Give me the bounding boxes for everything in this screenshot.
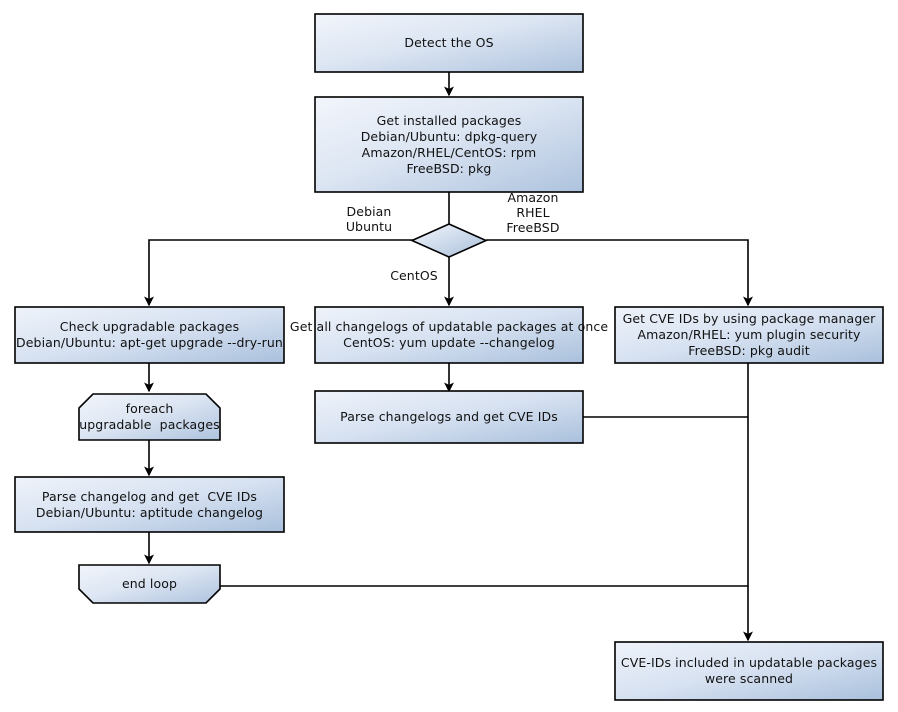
node-parse-changelogs-get-cve-ids[interactable] <box>314 390 584 444</box>
node-get-all-changelogs[interactable] <box>314 306 584 364</box>
edge-decision-to-check-upgradable <box>144 239 413 307</box>
node-os-decision[interactable] <box>410 223 488 258</box>
node-end-loop[interactable] <box>78 564 221 604</box>
node-get-installed-packages[interactable] <box>314 96 584 193</box>
edge-decision-to-package-manager <box>486 239 753 307</box>
node-get-cve-ids-package-manager[interactable] <box>614 306 884 364</box>
connector-group <box>144 72 753 642</box>
node-parse-changelog-get-cve-ids[interactable] <box>14 476 285 533</box>
node-check-upgradable-packages[interactable] <box>14 306 285 364</box>
node-cve-ids-scanned[interactable] <box>614 641 884 701</box>
edge-label-debian-ubuntu: Debian Ubuntu <box>345 204 393 234</box>
edge-label-centos: CentOS <box>390 268 438 283</box>
edge-label-amazon-rhel-freebsd: Amazon RHEL FreeBSD <box>506 190 560 235</box>
node-detect-os[interactable] <box>314 13 584 73</box>
node-foreach-upgradable-packages[interactable] <box>78 393 221 441</box>
